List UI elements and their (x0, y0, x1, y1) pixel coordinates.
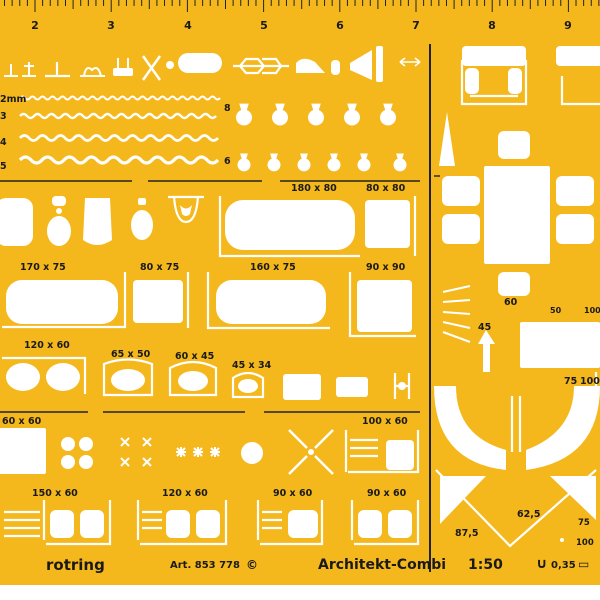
ruler-number-6: 6 (336, 19, 344, 32)
door-swing-symbols (434, 386, 600, 548)
ruler-number-4: 4 (184, 19, 192, 32)
circle-row-label-6: 6 (224, 156, 231, 167)
size-label-kitchen-90b: 90 x 60 (367, 488, 407, 499)
size-label-stove-60: 60 x 60 (2, 416, 42, 427)
line-width-label-3: 3 (0, 111, 7, 122)
product-name: Architekt-Combi (318, 557, 447, 573)
size-label-stove-100: 100 x 60 (362, 416, 408, 427)
pen-size: 0,35 (551, 560, 576, 571)
toilet-symbols (0, 195, 204, 246)
ruler-number-2: 2 (31, 19, 39, 32)
size-label-bed-small: 80 x 80 (366, 183, 406, 194)
line-width-label-5: 5 (0, 161, 7, 172)
copyright-mark: © (246, 558, 258, 572)
pen-box-icon: ▭ (578, 557, 590, 571)
stair-label-50: 50 (550, 306, 562, 315)
ruler-number-5: 5 (260, 19, 268, 32)
stove-symbols (0, 428, 420, 475)
size-label-kitchen-120: 120 x 60 (162, 488, 208, 499)
arc-label-75: 75 (578, 518, 590, 528)
ruler-number-3: 3 (107, 19, 115, 32)
line-width-label-2mm: 2mm (0, 94, 27, 105)
size-label-sink-45: 45 x 34 (232, 360, 272, 371)
stair-label-45: 45 (478, 322, 492, 333)
sink-symbols (2, 356, 411, 400)
size-label-sink-120: 120 x 60 (24, 340, 70, 351)
door-label-75: 75 (564, 376, 578, 387)
brand-logo: rotring (46, 556, 105, 574)
size-label-bed-large: 180 x 80 (291, 183, 337, 194)
kitchen-counter-symbols (4, 500, 420, 546)
door-label-100: 100 (580, 376, 600, 387)
pen-symbol-icon: ∪ (536, 556, 548, 572)
wavy-line-templates (18, 95, 221, 165)
bathtub-symbols (2, 196, 417, 338)
stencil-cutouts (0, 0, 600, 572)
size-label-bath-160: 160 x 75 (250, 262, 296, 273)
stair-label-100: 100 (584, 306, 600, 315)
size-label-shower-90: 90 x 90 (366, 262, 406, 273)
size-label-kitchen-90a: 90 x 60 (273, 488, 313, 499)
size-label-bath-80: 80 x 75 (140, 262, 180, 273)
ruler-number-8: 8 (488, 19, 496, 32)
ruler-number-9: 9 (564, 19, 572, 32)
ruler-ticks (4, 0, 600, 12)
article-number: Art. 853 778 (170, 560, 240, 571)
scale-label: 1:50 (468, 557, 503, 573)
line-width-label-4: 4 (0, 137, 7, 148)
architect-stencil: 2 3 4 5 6 7 8 9 (0, 0, 600, 585)
stair-label-60: 60 (504, 297, 518, 308)
size-label-bath-170: 170 x 75 (20, 262, 66, 273)
divider-lines (0, 44, 440, 572)
arc-label-62-5: 62,5 (517, 509, 541, 520)
circle-row-label-8: 8 (224, 103, 231, 114)
small-symbols-row (4, 46, 421, 82)
ruler-number-7: 7 (412, 19, 420, 32)
arc-label-87-5: 87,5 (455, 528, 479, 539)
size-label-sink-65: 65 x 50 (111, 349, 151, 360)
size-label-sink-60: 60 x 45 (175, 351, 215, 362)
furniture-symbols (439, 46, 600, 388)
size-label-kitchen-150: 150 x 60 (32, 488, 78, 499)
circle-templates (236, 103, 407, 172)
arc-label-100: 100 (576, 538, 594, 548)
